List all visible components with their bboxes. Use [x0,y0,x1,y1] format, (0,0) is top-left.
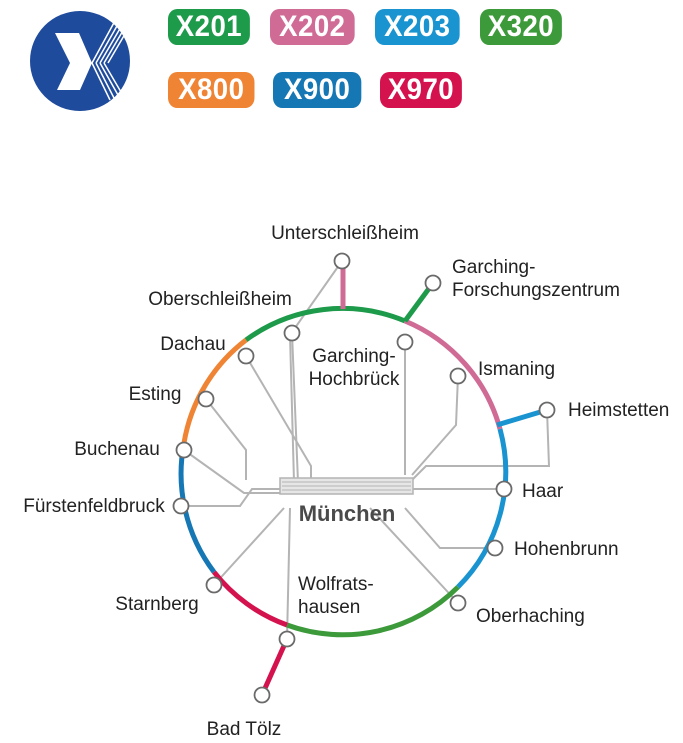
route-badge-x203[interactable]: X203 [375,9,460,45]
label-esting: Esting [129,384,182,405]
label-garching-forschungszentrum-line-1: Garching- [452,257,535,278]
route-badge-x970[interactable]: X970 [380,72,462,108]
label-bad-toelz: Bad Tölz [207,719,282,740]
label-unterschleissheim: Unterschleißheim [271,223,419,244]
station-marker-oberhaching[interactable] [449,594,467,612]
route-badge-x900[interactable]: X900 [273,72,362,108]
station-marker-heimstetten[interactable] [538,401,556,419]
label-ismaning: Ismaning [478,359,555,380]
station-marker-ismaning[interactable] [449,367,467,385]
label-wolfratshausen: Wolfrats-hausen [298,574,374,618]
station-marker-buchenau[interactable] [175,441,193,459]
station-marker-wolfratshausen[interactable] [278,630,296,648]
station-marker-unterschleissheim[interactable] [333,252,351,270]
station-labels: München Unterschleißheim Garching-Forsch… [23,223,669,740]
label-garching-hochbrueck-line-2: Hochbrück [309,369,400,390]
label-hohenbrunn: Hohenbrunn [514,539,619,560]
label-starnberg: Starnberg [115,594,198,615]
station-marker-garching-hochbrueck[interactable] [396,333,414,351]
label-heimstetten: Heimstetten [568,400,669,421]
expressbus-x-logo-icon [30,7,133,111]
radial-connections [181,260,551,640]
label-oberschleissheim: Oberschleißheim [148,289,292,310]
station-marker-oberschleissheim[interactable] [283,324,301,342]
munich-hub-bar [279,477,414,495]
ring-segment-x201 [244,305,406,343]
label-wolfratshausen-line-2: hausen [298,597,360,618]
route-badge-x800[interactable]: X800 [168,72,255,108]
label-oberhaching: Oberhaching [476,606,585,627]
label-garching-hochbrueck: Garching-Hochbrück [309,346,400,390]
ring-segment-x203 [456,428,509,589]
station-marker-garching-forschungszentrum[interactable] [424,274,442,292]
spur-x970-bad-toelz [259,637,290,697]
ring-segment-x970 [212,570,288,628]
station-marker-esting[interactable] [197,390,215,408]
route-spurs [259,261,548,697]
station-marker-fuerstenfeldbruck[interactable] [172,497,190,515]
label-wolfratshausen-line-1: Wolfrats- [298,574,374,595]
label-fuerstenfeldbruck: Fürstenfeldbruck [23,496,165,517]
station-markers [172,252,556,704]
label-garching-hochbrueck-line-1: Garching- [312,346,395,367]
label-haar: Haar [522,481,564,502]
label-dachau: Dachau [160,334,226,355]
hub-label: München [299,501,396,526]
route-badge-x202[interactable]: X202 [270,9,355,45]
ring-segment-x202 [404,318,503,430]
station-marker-bad-toelz[interactable] [253,686,271,704]
label-garching-forschungszentrum-line-2: Forschungszentrum [452,280,620,301]
ring-segment-x800 [181,338,248,444]
route-badge-x201[interactable]: X201 [168,9,250,45]
ring-segment-x320 [286,585,460,638]
station-marker-hohenbrunn[interactable] [486,539,504,557]
label-buchenau: Buchenau [74,439,160,460]
spur-x203-heimstetten [496,407,548,428]
label-garching-forschungszentrum: Garching-Forschungszentrum [452,257,620,301]
station-marker-haar[interactable] [495,480,513,498]
route-badge-x320[interactable]: X320 [480,9,562,45]
station-marker-dachau[interactable] [237,347,255,365]
station-marker-starnberg[interactable] [205,576,223,594]
